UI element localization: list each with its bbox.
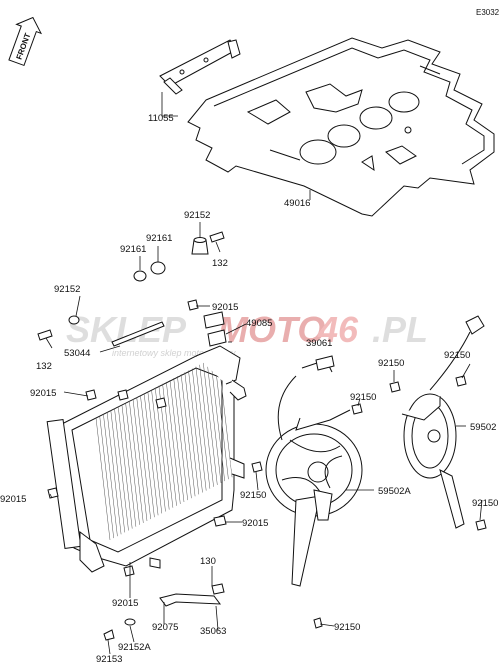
part-label-92152-top: 92152 <box>184 210 210 221</box>
part-label-53044: 53044 <box>64 348 90 359</box>
radiator-fan <box>265 359 363 587</box>
part-label-92150-a: 92150 <box>378 358 404 369</box>
part-label-49085: 49085 <box>246 318 272 329</box>
watermark: SKLEP MOTO 46 .PL internetowy sklep moto… <box>66 309 428 358</box>
part-label-59502a: 59502A <box>378 486 411 497</box>
bracket-part <box>159 39 241 95</box>
watermark-brand-tld: .PL <box>372 309 428 350</box>
watermark-brand-left: SKLEP <box>66 309 187 350</box>
part-label-92015-left: 92015 <box>30 388 56 399</box>
part-label-39061: 39061 <box>306 338 332 349</box>
part-label-92150-b: 92150 <box>444 350 470 361</box>
part-label-92015-lower: 92015 <box>0 494 26 505</box>
part-label-130: 130 <box>200 556 216 567</box>
leader-lines <box>45 92 483 655</box>
part-label-92150-bottom: 92150 <box>334 622 360 633</box>
radiator <box>46 345 247 573</box>
part-label-92015-right: 92015 <box>242 518 268 529</box>
watermark-brand-num: 46 <box>317 309 359 350</box>
part-label-11055: 11055 <box>148 113 174 124</box>
part-label-92150-e: 92150 <box>240 490 266 501</box>
part-label-132-left: 132 <box>36 361 52 372</box>
part-labels: 11055 49016 92152 92161 92161 132 92152 … <box>0 113 498 664</box>
part-label-92015-bottom: 92015 <box>112 598 138 609</box>
part-label-49016: 49016 <box>284 198 310 209</box>
part-label-35063: 35063 <box>200 626 226 637</box>
radiator-fan-right <box>401 315 485 529</box>
part-label-92161-b: 92161 <box>120 244 146 255</box>
part-label-92150-c: 92150 <box>350 392 376 403</box>
part-label-92015-top: 92015 <box>212 302 238 313</box>
part-label-92152a: 92152A <box>118 642 151 653</box>
part-label-92153: 92153 <box>96 654 122 664</box>
small-parts <box>37 231 487 641</box>
part-label-92150-d: 92150 <box>472 498 498 509</box>
part-label-92152-left: 92152 <box>54 284 80 295</box>
part-label-132-top: 132 <box>212 258 228 269</box>
part-label-92161-a: 92161 <box>146 233 172 244</box>
watermark-tagline: internetowy sklep motocyklowy <box>112 348 236 358</box>
front-arrow-icon: FRONT <box>8 16 43 67</box>
part-label-92075: 92075 <box>152 622 178 633</box>
page-code: E3032 <box>476 8 500 17</box>
part-label-59502: 59502 <box>470 422 496 433</box>
heat-shield-plate <box>187 37 495 217</box>
